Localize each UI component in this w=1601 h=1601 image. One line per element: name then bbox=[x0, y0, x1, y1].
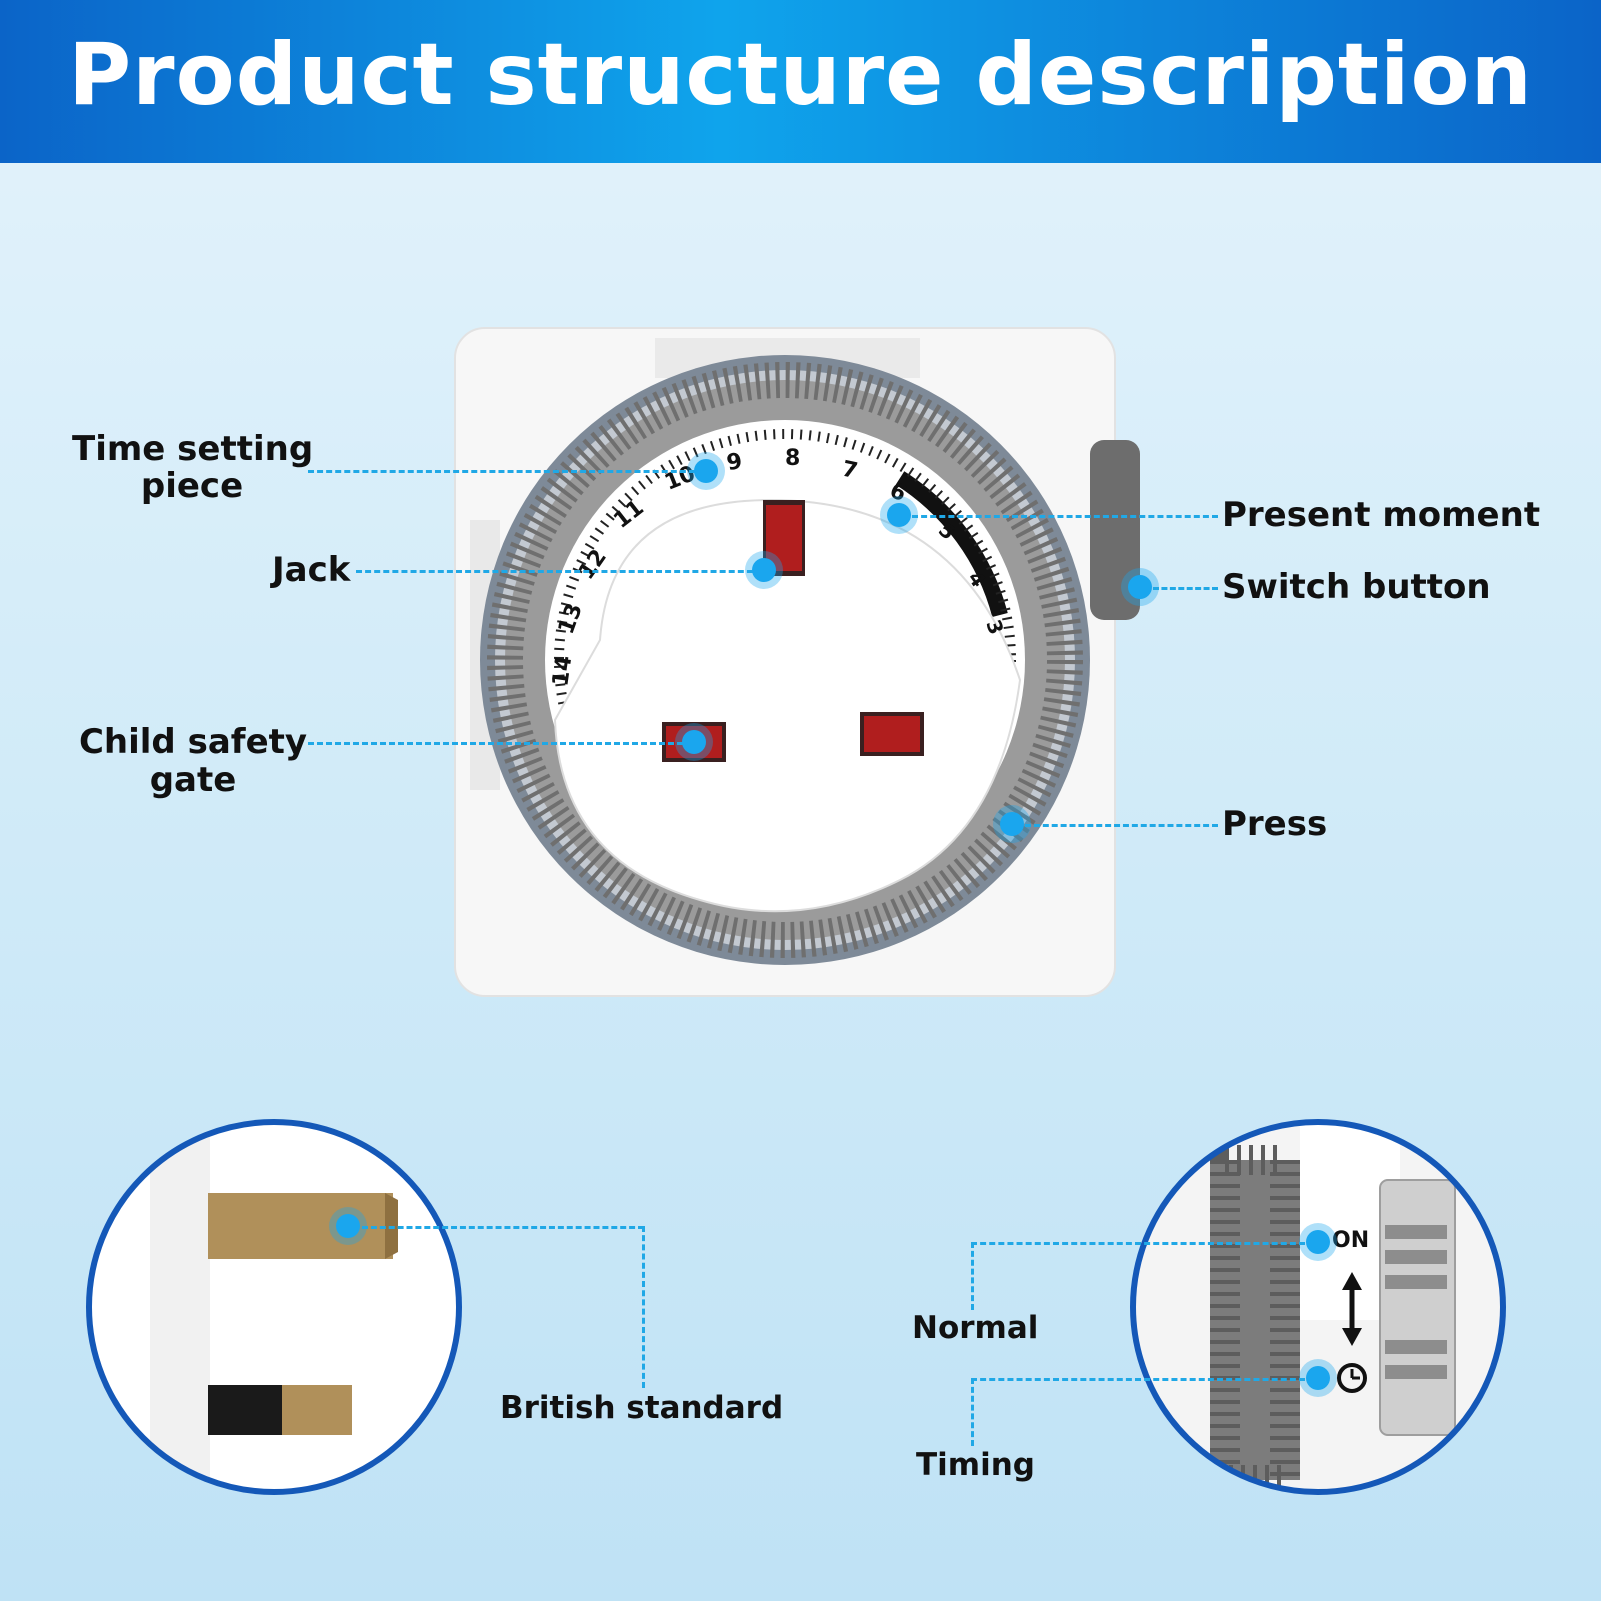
leader-child-safety bbox=[308, 742, 692, 745]
label-jack: Jack bbox=[272, 550, 351, 590]
leader-normal-v bbox=[971, 1242, 974, 1310]
leader-timing-h bbox=[971, 1378, 1305, 1381]
marker-press bbox=[1000, 812, 1024, 836]
marker-normal bbox=[1306, 1230, 1330, 1254]
marker-present-moment bbox=[887, 503, 911, 527]
leader-jack bbox=[356, 570, 762, 573]
clock-icon bbox=[1337, 1363, 1367, 1393]
leader-time-setting bbox=[308, 470, 704, 473]
label-british-standard: British standard bbox=[500, 1390, 784, 1426]
label-timing: Timing bbox=[916, 1447, 1035, 1483]
label-child-safety-line2: gate bbox=[149, 760, 237, 800]
marker-switch-button bbox=[1128, 575, 1152, 599]
plug-closeup bbox=[91, 1124, 457, 1490]
label-time-setting-line2: piece bbox=[140, 466, 244, 506]
label-present-moment: Present moment bbox=[1222, 495, 1541, 535]
leader-timing-v bbox=[971, 1378, 974, 1446]
leader-present-moment bbox=[912, 515, 1218, 518]
leader-british-standard-h bbox=[362, 1226, 644, 1229]
label-time-setting-line1: Time setting bbox=[72, 429, 314, 469]
label-switch-button: Switch button bbox=[1222, 567, 1491, 607]
leader-switch-button bbox=[1153, 587, 1218, 590]
dial-number-8: 8 bbox=[785, 446, 801, 471]
page-title: Product structure description bbox=[68, 25, 1533, 125]
marker-child-safety bbox=[682, 730, 706, 754]
marker-british-standard bbox=[336, 1214, 360, 1238]
header-banner bbox=[0, 0, 1601, 163]
leader-normal-h bbox=[971, 1242, 1305, 1245]
timer-body bbox=[454, 327, 1140, 997]
marker-jack bbox=[752, 558, 776, 582]
switch-button-shape bbox=[1090, 440, 1140, 620]
leader-british-standard-v bbox=[642, 1226, 645, 1388]
label-on-marking: ON bbox=[1332, 1228, 1370, 1253]
switch-closeup bbox=[1135, 1124, 1501, 1490]
dial-number-14: 14 bbox=[548, 654, 578, 688]
marker-time-setting bbox=[694, 459, 718, 483]
label-normal: Normal bbox=[912, 1310, 1039, 1346]
label-child-safety-line1: Child safety bbox=[78, 722, 308, 762]
marker-timing bbox=[1306, 1366, 1330, 1390]
label-press: Press bbox=[1222, 804, 1328, 844]
leader-press bbox=[1025, 824, 1218, 827]
